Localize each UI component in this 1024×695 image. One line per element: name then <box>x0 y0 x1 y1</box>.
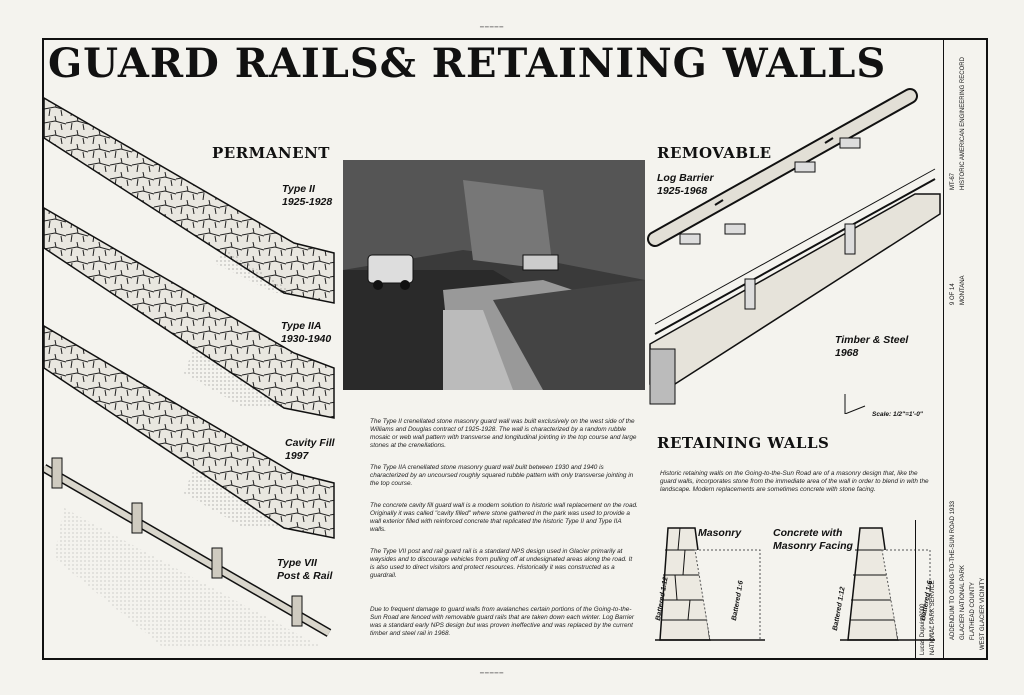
retaining-walls-heading: RETAINING WALLS <box>657 434 830 452</box>
retaining-walls-sections <box>655 527 935 641</box>
removable-rails-drawing <box>647 88 941 414</box>
paragraph-type-vii: The Type VII post and rail guard rail is… <box>370 548 633 579</box>
delineator-name: Lucas Dupuis 2000 <box>920 603 926 655</box>
paragraph-type-iia: The Type IIA crenellated stone masonry g… <box>370 464 634 487</box>
paragraph-removable: Due to frequent damage to guard walls fr… <box>370 606 635 637</box>
car-icon <box>367 254 414 284</box>
paragraph-type-ii: The Type II crenellated stone masonry gu… <box>370 418 637 449</box>
type-iia-wall <box>44 207 335 419</box>
rail-post <box>211 547 223 579</box>
bottom-tick-mark: ▁▁▁▁▁ <box>480 668 505 674</box>
type-ii-wall <box>44 97 335 304</box>
rail-post <box>131 502 143 534</box>
rail-post <box>51 457 63 489</box>
permanent-heading: PERMANENT <box>212 144 330 162</box>
removable-heading: REMOVABLE <box>657 144 772 162</box>
cavity-fill-wall <box>44 325 335 539</box>
retaining-walls-text: Historic retaining walls on the Going-to… <box>660 470 929 493</box>
masonry-label: Masonry <box>698 527 742 539</box>
scale-label: Scale: 1/2"=1'-0" <box>872 411 923 418</box>
title-block-line-4: FLATHEAD COUNTY <box>970 582 976 640</box>
sheet-title: GUARD RAILS& RETAINING WALLS <box>48 40 887 87</box>
road-photograph <box>343 160 645 390</box>
sheet-border <box>42 38 988 660</box>
title-block-line-2: WEST GLACIER VICINITY <box>980 577 986 650</box>
title-block-line-1: ADDENDUM TO GOING-TO-THE-SUN ROAD 1933 <box>950 500 956 640</box>
title-block-program: HISTORIC AMERICAN ENGINEERING RECORD <box>960 57 966 190</box>
title-block-line-3: GLACIER NATIONAL PARK <box>960 565 966 640</box>
title-block-state: MONTANA <box>960 275 966 305</box>
concrete-masonry-label: Concrete with Masonry Facing <box>773 527 853 552</box>
delineator-org: NATIONAL PARK SERVICE <box>930 580 936 655</box>
rail-post <box>291 595 303 627</box>
top-tick-mark: ▁▁▁▁▁ <box>480 22 505 28</box>
title-block-survey: MT-67 <box>950 172 956 190</box>
delineator-block: Lucas Dupuis 2000 NATIONAL PARK SERVICE <box>915 520 944 658</box>
paragraph-cavity-fill: The concrete cavity fill guard wall is a… <box>370 502 638 533</box>
permanent-walls-drawing <box>44 97 335 648</box>
title-block-sheet-number: 9 OF 14 <box>950 283 956 305</box>
title-block: MT-67 HISTORIC AMERICAN ENGINEERING RECO… <box>943 40 988 658</box>
